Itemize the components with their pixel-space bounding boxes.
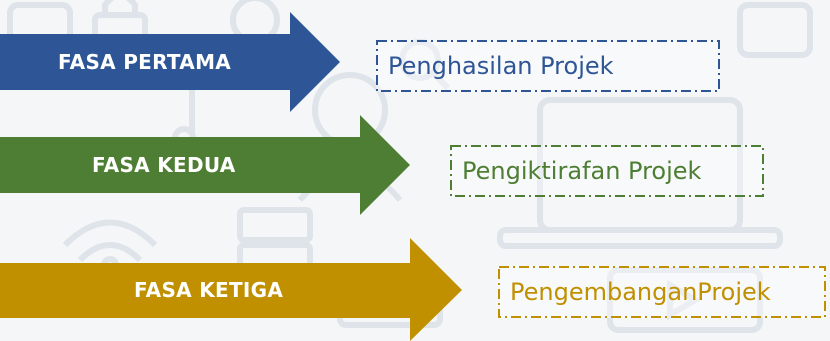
arrow-shape xyxy=(0,12,340,112)
dashed-border xyxy=(498,266,826,318)
phase-label: FASA KETIGA xyxy=(134,277,284,302)
chat-icon xyxy=(737,2,813,58)
phase-arrow-2: FASA KEDUA xyxy=(0,115,410,215)
laptop-icon xyxy=(497,97,783,249)
arrow-shape xyxy=(0,115,410,215)
dashed-border xyxy=(450,145,764,197)
phase-label: FASA PERTAMA xyxy=(58,50,232,74)
dashed-border xyxy=(376,40,720,92)
phase-description-box-1: Penghasilan Projek xyxy=(376,40,720,92)
arrow-fill xyxy=(0,12,340,112)
arrow-fill xyxy=(0,238,462,341)
arrow-fill xyxy=(0,115,410,215)
phase-description: Penghasilan Projek xyxy=(388,52,614,80)
phase-description: PengembanganProjek xyxy=(510,278,771,306)
phase-label: FASA KEDUA xyxy=(92,153,236,177)
arrow-shape xyxy=(0,238,462,341)
video-play-icon xyxy=(607,267,763,333)
phase-arrow-1: FASA PERTAMA xyxy=(0,12,340,112)
phase-arrow-3: FASA KETIGA xyxy=(0,238,462,341)
phase-description-box-3: PengembanganProjek xyxy=(498,266,826,318)
phase-description-box-2: Pengiktirafan Projek xyxy=(450,145,764,197)
phase-description: Pengiktirafan Projek xyxy=(462,157,702,185)
